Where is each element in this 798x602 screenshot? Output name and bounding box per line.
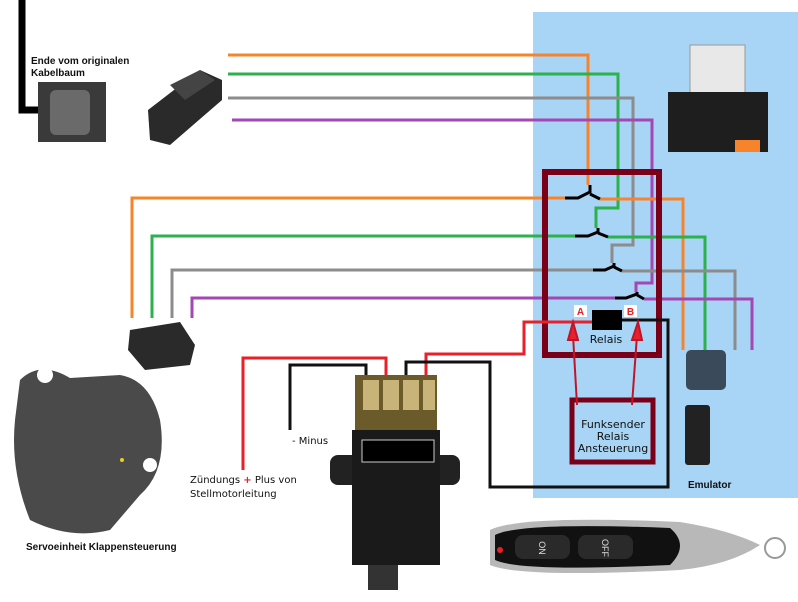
ignition-plus: + xyxy=(243,475,252,486)
servo-connector-image xyxy=(128,322,195,370)
wire-red-ignition xyxy=(241,356,388,470)
wire-black-relay-b xyxy=(404,318,670,489)
wire-orange-top xyxy=(228,53,590,185)
wire-purple-top xyxy=(232,118,654,292)
remote-off-button: OFF xyxy=(600,539,610,557)
radio-control-label: Funksender Relais Ansteuerung xyxy=(577,418,649,455)
wire-green-servo xyxy=(150,234,575,318)
servo-unit-image xyxy=(14,367,162,534)
wire-gray-servo xyxy=(170,268,593,318)
wire-black-minus xyxy=(288,363,368,430)
radio-control-box xyxy=(569,397,656,465)
remote-on-button: ON xyxy=(537,541,547,555)
relay-terminal-b: B xyxy=(627,307,634,318)
wire-purple-emulator xyxy=(644,297,754,350)
ignition-prefix: Zündungs xyxy=(190,475,241,486)
wire-purple-servo xyxy=(190,296,615,318)
servo-label: Servoeinheit Klappensteuerung xyxy=(26,542,177,553)
wire-green-emulator xyxy=(608,235,707,350)
harness-line xyxy=(18,0,45,114)
emulator-connector-image xyxy=(685,350,726,465)
relay-socket-image xyxy=(668,44,768,152)
ignition-suffix: Plus von Stellmotorleitung xyxy=(190,475,297,500)
connector-male-image xyxy=(148,70,222,145)
emulator-label: Emulator xyxy=(688,480,732,491)
remote-image xyxy=(490,519,786,574)
wire-green-top xyxy=(228,72,620,228)
minus-label: - Minus xyxy=(292,436,329,447)
wire-orange-servo xyxy=(130,196,565,318)
harness-end-label: Ende vom originalen Kabelbaum xyxy=(31,56,130,79)
relay-terminal-a: A xyxy=(577,307,584,318)
control-arrows xyxy=(566,318,644,406)
relay-label: Relais xyxy=(590,333,623,346)
relay-switches xyxy=(565,185,645,301)
relay-coil xyxy=(592,310,622,330)
receiver-module-image xyxy=(330,375,460,590)
ignition-label: Zündungs + Plus von Stellmotorleitung xyxy=(190,474,300,502)
relay-box xyxy=(542,169,662,358)
wire-gray-top xyxy=(228,96,635,263)
